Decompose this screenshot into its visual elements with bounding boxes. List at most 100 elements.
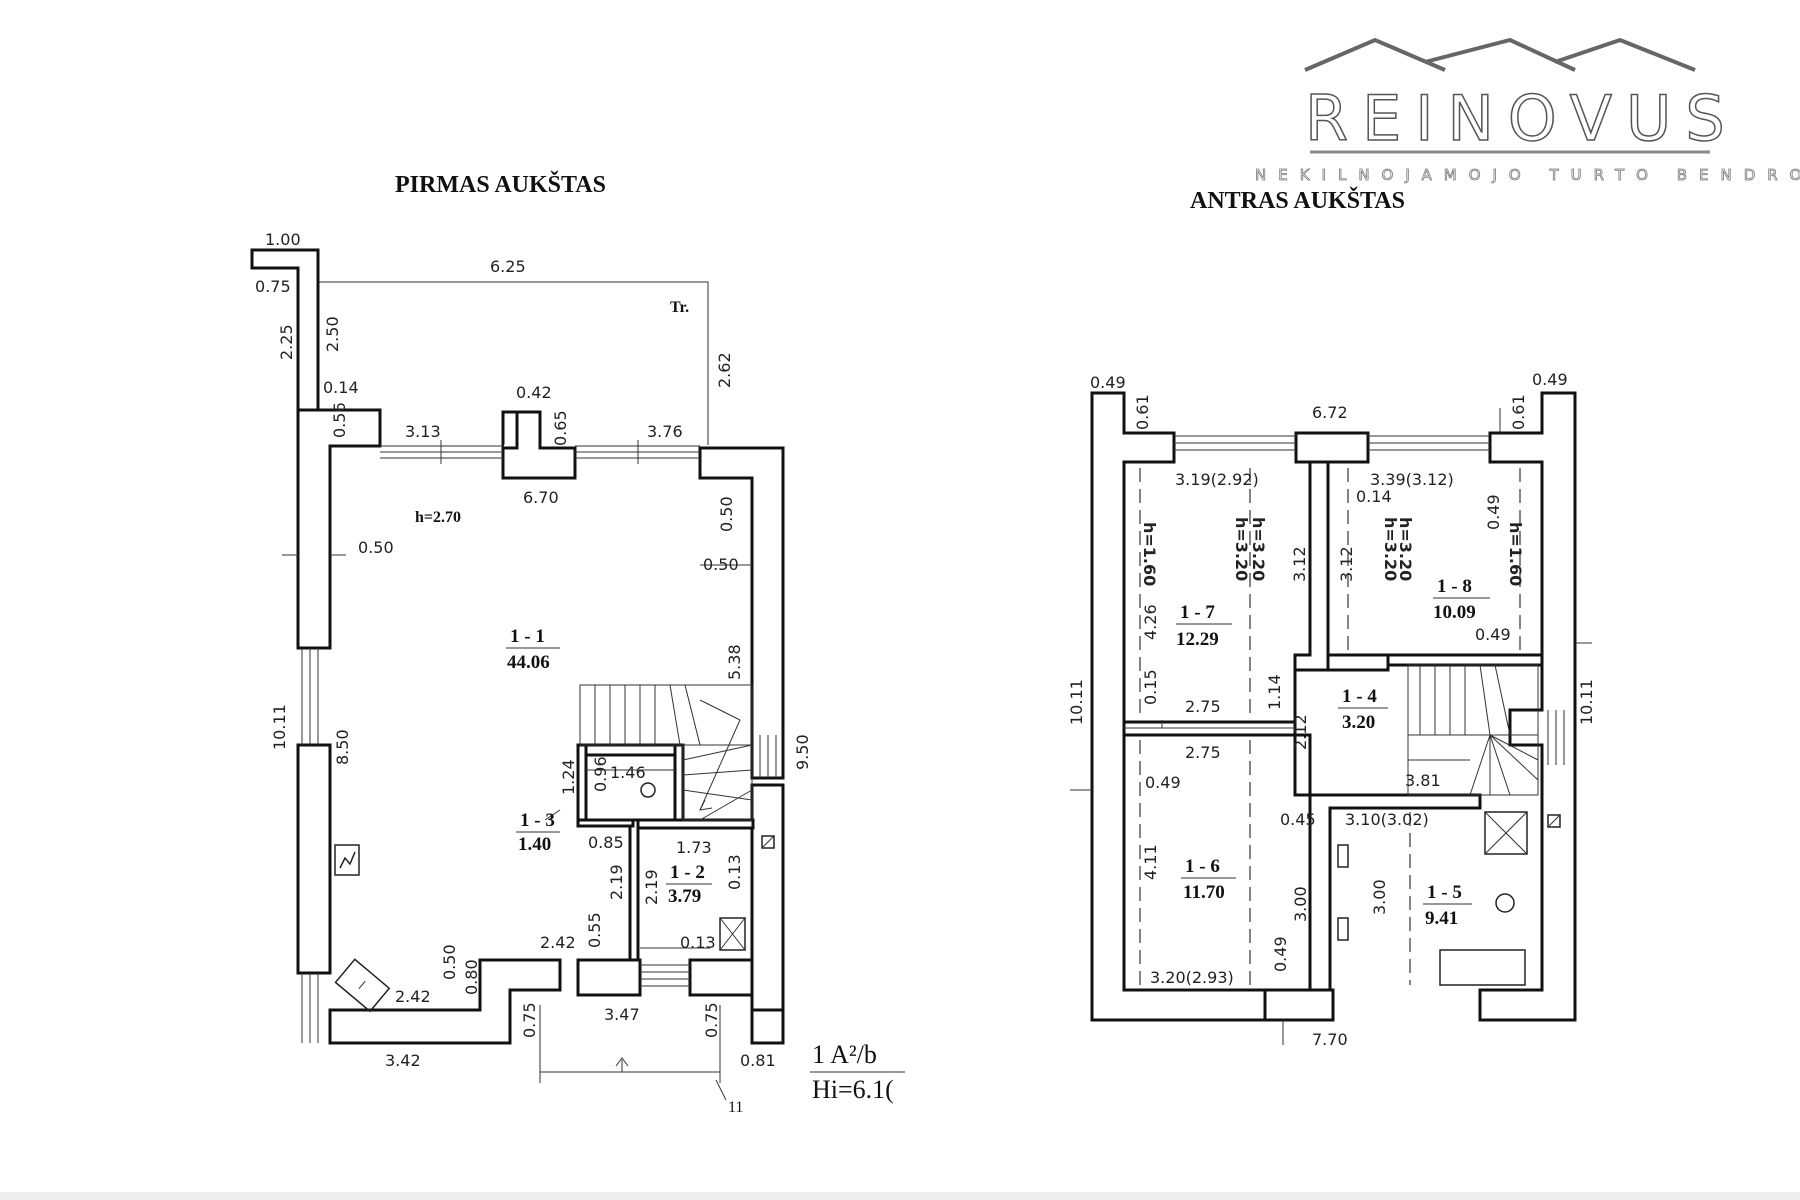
dimension-label: 2.42 — [540, 933, 576, 952]
dimension-label: 0.50 — [440, 944, 459, 980]
room-id: 1 - 1 — [510, 626, 545, 647]
dimension-label: 2.75 — [1185, 697, 1221, 716]
dimension-label: 9.41 — [1425, 908, 1458, 929]
second-floor-markers — [1070, 408, 1592, 1045]
dimension-label: 3.00 — [1370, 879, 1389, 915]
dimension-label: 3.76 — [647, 422, 683, 441]
dimension-label: 0.81 — [740, 1051, 776, 1070]
dimension-label: 0.61 — [1133, 394, 1152, 430]
wall-right — [1478, 391, 1577, 1022]
logo-name: REINOVUS — [1305, 82, 1739, 155]
second-floor-dimensions: 0.49 0.61 6.72 0.49 0.61 3.19(2.92) 3.39… — [1067, 370, 1596, 1049]
dimension-label: 12.29 — [1176, 629, 1219, 650]
second-floor-windows — [1174, 435, 1565, 765]
dimension-label: 0.14 — [323, 378, 359, 397]
second-floor-internal-walls — [1122, 460, 1544, 1022]
dimension-label: 1 - 5 — [1427, 882, 1462, 903]
dimension-label: 3.12 — [1337, 546, 1356, 582]
second-floor-staircase — [1407, 664, 1539, 796]
wall-top-middle — [501, 410, 577, 480]
second-floor-plan: ANTRAS AUKŠTAS — [1067, 187, 1596, 1049]
dimension-label: 0.50 — [717, 496, 736, 532]
dimension-label: 0.49 — [1090, 373, 1126, 392]
room-id: 1 - 2 — [670, 862, 705, 883]
dimension-label: 1 - 6 — [1185, 856, 1220, 877]
dimension-label: 10.11 — [1577, 679, 1596, 725]
dimension-label: 2.25 — [277, 324, 296, 360]
second-floor-rooms: 1 - 7 12.29 1 - 8 10.09 1 - 4 3.20 1 - 6… — [1176, 576, 1490, 929]
dimension-label: 9.50 — [793, 734, 812, 770]
dimension-label: 3.12 — [1290, 546, 1309, 582]
first-floor-fixtures — [334, 844, 391, 1013]
dimension-label: 3.20 — [1342, 712, 1375, 733]
dimension-label: 0.50 — [703, 555, 739, 574]
first-floor-dimension-lines — [282, 554, 752, 949]
dimension-label: 5.38 — [725, 644, 744, 680]
entry-steps — [539, 964, 727, 1101]
dimension-label: 0.49 — [1271, 936, 1290, 972]
dimension-label: 0.61 — [1509, 394, 1528, 430]
dimension-label: 0.49 — [1484, 494, 1503, 530]
dimension-label: 0.75 — [520, 1002, 539, 1038]
wall-left — [1090, 391, 1267, 1022]
dimension-label: 3.00 — [1291, 886, 1310, 922]
second-floor-title: ANTRAS AUKŠTAS — [1190, 187, 1405, 214]
dimension-label: h=1.60 — [1140, 522, 1159, 586]
dimension-label: 2.42 — [395, 987, 431, 1006]
dimension-label: 0.42 — [516, 383, 552, 402]
dimension-label: 4.26 — [1141, 604, 1160, 640]
stair-label: Tr. — [670, 299, 689, 316]
dimension-label: 1 - 8 — [1437, 576, 1472, 597]
dimension-label: 4.11 — [1141, 844, 1160, 880]
dimension-label: 0.49 — [1475, 625, 1511, 644]
dimension-label: 3.81 — [1405, 771, 1441, 790]
dimension-label: 10.11 — [270, 704, 289, 750]
dimension-label: 0.55 — [585, 912, 604, 948]
building-code: 1 A²/b — [812, 1040, 877, 1069]
dimension-label: 11 — [728, 1099, 743, 1116]
dimension-label: h=1.60 — [1506, 522, 1525, 586]
dimension-label: 1 - 4 — [1342, 686, 1377, 707]
logo-tagline: NEKILNOJAMOJO TURTO BENDROVĖ — [1255, 165, 1800, 184]
dimension-label: 0.96 — [591, 756, 610, 792]
dimension-label: 0.14 — [1356, 487, 1392, 506]
top-windows — [380, 440, 700, 464]
wall-left-upper — [296, 408, 382, 650]
dimension-label: 0.15 — [1141, 669, 1160, 705]
room-area: 1.40 — [518, 834, 551, 855]
dimension-label: 6.70 — [523, 488, 559, 507]
dimension-label: h=3.20 — [1232, 517, 1251, 581]
dimension-label: 1 - 7 — [1180, 602, 1215, 623]
dimension-label: 0.45 — [1280, 810, 1316, 829]
dimension-label: 11.70 — [1183, 882, 1225, 903]
reinovus-logo: REINOVUS NEKILNOJAMOJO TURTO BENDROVĖ — [1255, 37, 1800, 184]
dimension-label: 2.62 — [715, 352, 734, 388]
dimension-label: 6.25 — [490, 257, 526, 276]
dimension-label: 3.10(3.02) — [1345, 810, 1429, 829]
dimension-label: 6.72 — [1312, 403, 1348, 422]
left-windows — [301, 648, 319, 1043]
dimension-label: 0.80 — [462, 959, 481, 995]
wall-right-lower — [750, 783, 785, 1042]
room-area: 3.79 — [668, 886, 701, 907]
dimension-label: 10.09 — [1433, 602, 1476, 623]
dimension-label: 1.24 — [559, 759, 578, 795]
dimension-label: 8.50 — [333, 729, 352, 765]
dimension-label: 2.19 — [642, 869, 661, 905]
dimension-label: 3.19(2.92) — [1175, 470, 1259, 489]
dimension-label: 0.75 — [255, 277, 291, 296]
dimension-label: 2.75 — [1185, 743, 1221, 762]
dimension-label: 10.11 — [1067, 679, 1086, 725]
dimension-label: 1.46 — [610, 763, 646, 782]
first-floor-staircase — [579, 684, 777, 821]
dimension-label: 2.19 — [607, 864, 626, 900]
bottom-edge-strip — [0, 1192, 1800, 1200]
dimension-label: h=3.20 — [1249, 517, 1268, 581]
bathroom-fixtures — [1337, 811, 1561, 986]
dimension-label: 0.13 — [725, 854, 744, 890]
dimension-label: h=3.20 — [1396, 517, 1415, 581]
dimension-label: 0.56 — [330, 402, 349, 438]
dimension-label: h=3.20 — [1381, 517, 1400, 581]
first-floor-ceiling-height: h=2.70 — [415, 509, 461, 526]
